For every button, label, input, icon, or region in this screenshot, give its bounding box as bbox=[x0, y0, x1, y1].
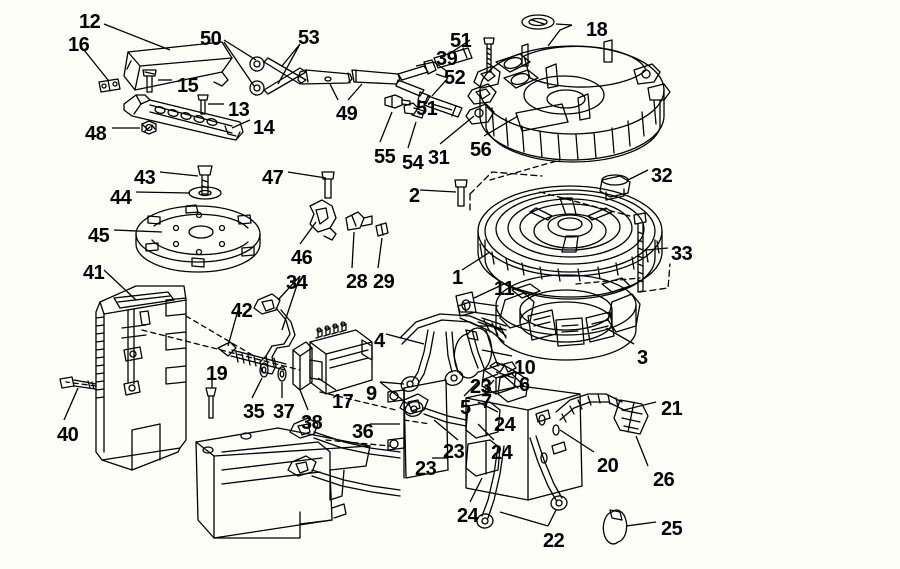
callout-53: 53 bbox=[298, 27, 320, 49]
callout-52: 52 bbox=[444, 67, 466, 89]
callout-20: 20 bbox=[597, 455, 619, 477]
callout-49: 49 bbox=[336, 103, 358, 125]
callout-16: 16 bbox=[68, 34, 90, 56]
callout-12: 12 bbox=[79, 11, 101, 33]
part-pin-19 bbox=[205, 387, 217, 419]
callout-14: 14 bbox=[253, 117, 275, 139]
callout-46: 46 bbox=[291, 247, 313, 269]
callout-55: 55 bbox=[374, 146, 396, 168]
callout-35: 35 bbox=[243, 401, 265, 423]
part-standoff-38 bbox=[292, 341, 313, 391]
callout-11: 11 bbox=[494, 278, 515, 300]
part-sleeve-29 bbox=[375, 222, 389, 237]
callout-19: 19 bbox=[206, 363, 228, 385]
callout-56: 56 bbox=[470, 139, 492, 161]
callout-9: 9 bbox=[366, 383, 377, 405]
callout-21: 21 bbox=[661, 398, 683, 420]
callout-36: 36 bbox=[352, 421, 374, 443]
callout-1: 1 bbox=[452, 267, 463, 289]
part-screw-40 bbox=[59, 376, 97, 390]
callout-4: 4 bbox=[374, 330, 385, 352]
part-bolt-33 bbox=[633, 212, 647, 293]
callout-22: 22 bbox=[543, 530, 565, 552]
callout-47: 47 bbox=[262, 167, 284, 189]
part-washer-seal-18 bbox=[521, 14, 555, 30]
callout-2: 2 bbox=[409, 185, 420, 207]
part-screw-15 bbox=[142, 69, 157, 93]
part-screw-2 bbox=[454, 179, 468, 207]
callout-10: 10 bbox=[514, 357, 536, 379]
callout-3: 3 bbox=[637, 347, 648, 369]
callout-42: 42 bbox=[231, 300, 253, 322]
callout-39: 39 bbox=[436, 48, 458, 70]
part-armature-plate-45 bbox=[135, 204, 261, 273]
callout-45: 45 bbox=[88, 225, 110, 247]
callout-34: 34 bbox=[286, 272, 308, 294]
callout-28: 28 bbox=[346, 271, 368, 293]
callout-38: 38 bbox=[301, 412, 323, 434]
callout-33: 33 bbox=[671, 243, 693, 265]
callout-6: 6 bbox=[519, 374, 530, 396]
callout-7: 7 bbox=[481, 391, 492, 413]
part-flywheel-1 bbox=[477, 185, 663, 300]
callout-5: 5 bbox=[460, 397, 471, 419]
part-ht-lead-24c bbox=[287, 455, 401, 497]
part-terminal-28 bbox=[345, 211, 373, 231]
callout-43: 43 bbox=[134, 167, 156, 189]
part-lever-46 bbox=[309, 199, 337, 241]
part-bracket-14 bbox=[123, 94, 244, 141]
callout-24: 24 bbox=[457, 505, 479, 527]
part-fitting-55 bbox=[384, 94, 411, 109]
part-lower-tray bbox=[195, 427, 371, 539]
callout-24: 24 bbox=[494, 414, 516, 436]
callout-23: 23 bbox=[415, 458, 437, 480]
part-grommet-11 bbox=[455, 291, 477, 317]
part-screw-13 bbox=[197, 94, 209, 115]
callout-32: 32 bbox=[651, 165, 673, 187]
part-nut-48 bbox=[141, 120, 157, 135]
callout-31: 31 bbox=[428, 147, 450, 169]
part-long-screw-42 bbox=[217, 341, 287, 371]
part-clip bbox=[98, 78, 121, 93]
callout-29: 29 bbox=[373, 271, 395, 293]
callout-15: 15 bbox=[177, 75, 199, 97]
callout-23: 23 bbox=[443, 441, 465, 463]
part-power-pack-17 bbox=[309, 321, 373, 395]
callout-18: 18 bbox=[586, 19, 608, 41]
part-screw-39 bbox=[483, 37, 495, 73]
callout-26: 26 bbox=[653, 469, 675, 491]
callout-25: 25 bbox=[661, 518, 683, 540]
callout-17: 17 bbox=[332, 391, 354, 413]
callout-54: 54 bbox=[402, 152, 424, 174]
part-ground-lead-22 bbox=[476, 435, 568, 529]
callout-24: 24 bbox=[491, 442, 513, 464]
callout-48: 48 bbox=[85, 123, 107, 145]
callout-44: 44 bbox=[110, 187, 132, 209]
callout-40: 40 bbox=[57, 424, 79, 446]
part-washer-37 bbox=[277, 366, 287, 382]
part-clamp-25 bbox=[602, 509, 628, 545]
part-stator-3 bbox=[457, 274, 641, 361]
part-fitting-54 bbox=[403, 102, 425, 119]
callout-51: 51 bbox=[416, 98, 438, 120]
callout-41: 41 bbox=[83, 262, 105, 284]
callout-50: 50 bbox=[200, 28, 222, 50]
callout-37: 37 bbox=[273, 401, 295, 423]
callout-13: 13 bbox=[228, 99, 250, 121]
part-electrical-cover-41 bbox=[95, 285, 187, 471]
